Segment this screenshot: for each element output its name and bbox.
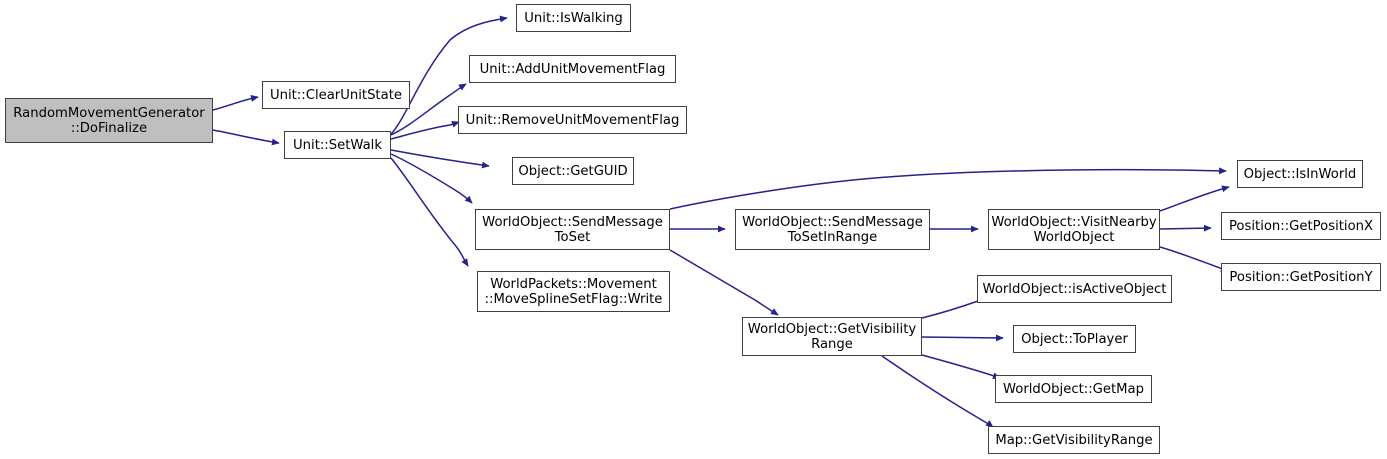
graph-node-label: Object::ToPlayer <box>1021 331 1128 347</box>
graph-node-root[interactable]: RandomMovementGenerator ::DoFinalize <box>5 98 213 143</box>
graph-node-label: Map::GetVisibilityRange <box>995 432 1153 448</box>
graph-node-label: WorldObject::isActiveObject <box>982 281 1167 297</box>
graph-node-label: Unit::RemoveUnitMovementFlag <box>465 112 680 128</box>
graph-node-label: WorldObject::GetMap <box>1003 381 1144 397</box>
graph-node-label: Object::GetGUID <box>518 163 628 179</box>
graph-node-sendmsginrange[interactable]: WorldObject::SendMessage ToSetInRange <box>735 209 930 250</box>
call-edge-visitnearby-to-isinworld <box>1159 185 1230 212</box>
call-edge-root-to-clearunitstate <box>212 95 259 111</box>
call-edge-setwalk-to-sendmsgtoset <box>390 153 473 204</box>
call-edge-getvisrange-to-mapgetvisrange <box>881 355 994 428</box>
graph-node-iswalking[interactable]: Unit::IsWalking <box>516 4 631 32</box>
graph-node-label: Unit::SetWalk <box>293 137 382 153</box>
graph-node-getguid[interactable]: Object::GetGUID <box>512 157 634 185</box>
graph-node-getvisrange[interactable]: WorldObject::GetVisibility Range <box>742 317 922 356</box>
graph-node-sendmsgtoset[interactable]: WorldObject::SendMessage ToSet <box>475 209 670 250</box>
graph-node-getmap[interactable]: WorldObject::GetMap <box>995 375 1152 403</box>
graph-node-getposx[interactable]: Position::GetPositionX <box>1221 212 1381 240</box>
graph-node-label: WorldObject::SendMessage ToSetInRange <box>742 214 923 245</box>
call-edge-getvisrange-to-toplayer <box>921 334 1004 342</box>
graph-node-label: Position::GetPositionX <box>1228 218 1374 234</box>
graph-node-addflag[interactable]: Unit::AddUnitMovementFlag <box>469 55 676 83</box>
graph-node-mapgetvisrange[interactable]: Map::GetVisibilityRange <box>988 426 1160 454</box>
call-edge-setwalk-to-movespline <box>390 157 469 267</box>
call-edge-setwalk-to-getguid <box>390 149 490 169</box>
graph-node-toplayer[interactable]: Object::ToPlayer <box>1013 325 1136 353</box>
graph-node-label: WorldObject::SendMessage ToSet <box>482 214 663 245</box>
graph-node-removeflag[interactable]: Unit::RemoveUnitMovementFlag <box>458 106 687 134</box>
graph-node-getposy[interactable]: Position::GetPositionY <box>1221 263 1381 291</box>
graph-node-label: WorldPackets::Movement ::MoveSplineSetFl… <box>484 276 663 307</box>
graph-node-setwalk[interactable]: Unit::SetWalk <box>284 131 391 159</box>
graph-node-clearunitstate[interactable]: Unit::ClearUnitState <box>262 81 410 109</box>
graph-node-label: Unit::ClearUnitState <box>270 87 402 103</box>
graph-node-visitnearby[interactable]: WorldObject::VisitNearby WorldObject <box>988 209 1160 250</box>
graph-node-isinworld[interactable]: Object::IsInWorld <box>1237 160 1363 188</box>
graph-node-label: WorldObject::GetVisibility Range <box>747 321 917 352</box>
call-edge-setwalk-to-removeflag <box>390 120 460 140</box>
graph-node-label: Object::IsInWorld <box>1243 166 1357 182</box>
call-edge-getvisrange-to-getmap <box>921 354 1001 380</box>
call-edge-visitnearby-to-getposx <box>1159 224 1212 232</box>
graph-node-label: Unit::IsWalking <box>524 10 623 26</box>
graph-node-label: WorldObject::VisitNearby WorldObject <box>991 214 1157 245</box>
graph-node-label: RandomMovementGenerator ::DoFinalize <box>13 105 205 136</box>
graph-node-movespline[interactable]: WorldPackets::Movement ::MoveSplineSetFl… <box>477 271 670 312</box>
call-edge-root-to-setwalk <box>212 129 280 146</box>
graph-node-label: Unit::AddUnitMovementFlag <box>479 61 666 77</box>
call-edge-sendmsgtoset-to-getvisrange <box>669 249 779 316</box>
graph-node-isactiveobject[interactable]: WorldObject::isActiveObject <box>977 275 1172 303</box>
graph-node-label: Position::GetPositionY <box>1229 269 1373 285</box>
call-edge-visitnearby-to-getposy <box>1159 246 1229 272</box>
call-edge-sendmsgtoset-to-isinworld <box>669 167 1227 210</box>
